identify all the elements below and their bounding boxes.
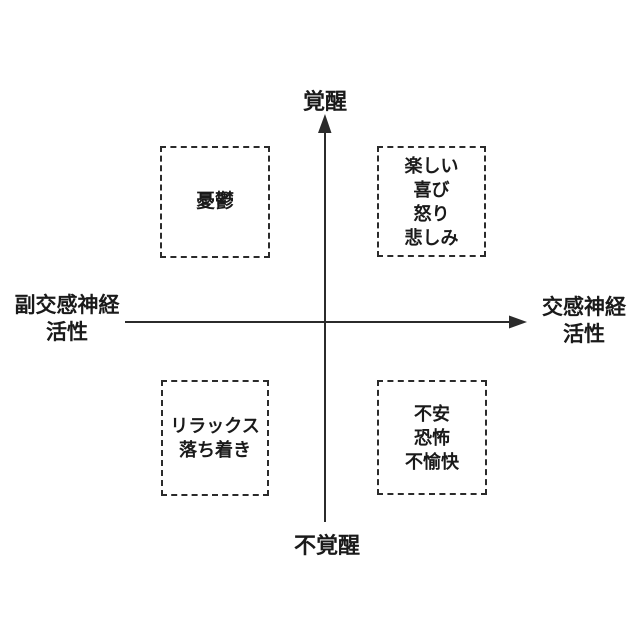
quadrant-box-top-left: 憂鬱 — [160, 146, 270, 258]
axis-label-arousal: 覚醒 — [302, 89, 348, 114]
axis-label-non-arousal: 不覚醒 — [293, 533, 361, 558]
quadrant-text-calm: 落ち着き — [179, 440, 251, 460]
arrow-right-icon — [509, 315, 527, 329]
arrow-up-icon — [318, 114, 332, 133]
quadrant-text-anxiety: 不安 — [414, 403, 450, 424]
quadrant-text-depression: 憂鬱 — [195, 191, 234, 212]
axis-label-parasympathetic-line2: 活性 — [46, 321, 88, 344]
quadrant-text-fear: 恐怖 — [414, 427, 450, 448]
axis-label-sympathetic-line1: 交感神経 — [542, 296, 626, 319]
axis-label-sympathetic: 交感神経 活性 — [534, 294, 634, 348]
axis-label-sympathetic-line2: 活性 — [563, 323, 605, 346]
quadrant-text-relax: リラックス — [170, 416, 260, 436]
quadrant-text-anger: 怒り — [413, 203, 450, 224]
axis-label-parasympathetic: 副交感神経 活性 — [6, 292, 128, 346]
quadrant-box-bottom-left: リラックス 落ち着き — [161, 380, 269, 496]
quadrant-text-sadness: 悲しみ — [404, 227, 459, 248]
quadrant-text-joy: 喜び — [413, 179, 450, 200]
quadrant-box-bottom-right: 不安 恐怖 不愉快 — [377, 380, 487, 495]
quadrant-text-unpleasant: 不愉快 — [405, 451, 459, 472]
quadrant-box-top-right: 楽しい 喜び 怒り 悲しみ — [377, 146, 486, 257]
axis-label-parasympathetic-line1: 副交感神経 — [14, 294, 120, 317]
quadrant-text-fun: 楽しい — [404, 155, 459, 176]
